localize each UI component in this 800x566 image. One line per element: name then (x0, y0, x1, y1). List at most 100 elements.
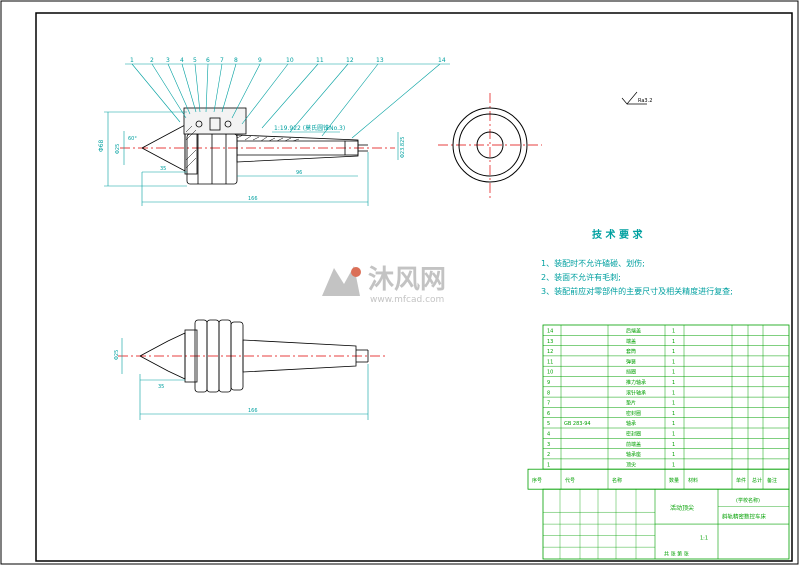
watermark: 沐风网 www.mfcad.com (322, 265, 446, 305)
bom-name: 后端盖 (626, 328, 641, 335)
inner-frame (35, 12, 793, 562)
bom-qty: 1 (672, 380, 675, 386)
bottom-dimension-lines (121, 338, 369, 420)
bom-name: 顶尖 (626, 461, 636, 468)
dim-d-right: Φ23.825 (400, 137, 406, 158)
bom-qty: 1 (672, 390, 675, 396)
bom-qty: 1 (672, 339, 675, 345)
requirements-title: 技 术 要 求 (592, 228, 643, 241)
bom-qty: 1 (672, 442, 675, 448)
dim-total: 166 (248, 196, 258, 202)
bottom-dim-total: 166 (248, 408, 258, 414)
bom-header-cell: 总计 (752, 477, 762, 484)
callout-2: 2 (150, 57, 154, 64)
dim-d-small: Φ25 (115, 144, 121, 154)
bom-no: 1 (547, 462, 550, 468)
bom-header-cell: 数量 (669, 477, 679, 484)
callout-14: 14 (438, 57, 446, 64)
bom-name: 端盖 (626, 338, 636, 345)
callout-4: 4 (180, 57, 184, 64)
dim-len-taper: 96 (296, 170, 302, 176)
dim-len-tip: 35 (160, 166, 166, 172)
bom-name: 挡圈 (626, 369, 636, 376)
bom-qty: 1 (672, 432, 675, 438)
callout-7: 7 (220, 57, 224, 64)
bom-no: 11 (547, 359, 553, 365)
callout-10: 10 (286, 57, 294, 64)
roughness-symbol: Ra3.2 (621, 91, 652, 105)
bom-name: 套筒 (626, 348, 636, 355)
school-name: (学校名称) (736, 497, 760, 504)
end-view (438, 93, 542, 200)
bom-no: 4 (547, 432, 550, 438)
callout-1: 1 (130, 57, 134, 64)
callout-12: 12 (346, 57, 354, 64)
drawing-name: 斜轨精密数控车床 (722, 513, 767, 521)
bom-code: GB 283-94 (564, 421, 591, 427)
bom-name: 垫片 (626, 400, 636, 407)
bom-qty: 1 (672, 329, 675, 335)
bom-no: 7 (547, 401, 550, 407)
top-dimension-lines (104, 111, 399, 206)
bom-name: 弹簧 (626, 358, 636, 365)
bom-qty: 1 (672, 349, 675, 355)
bom-qty: 1 (672, 462, 675, 468)
part-title: 活动顶尖 (670, 504, 694, 512)
dim-d-left: Φ68 (98, 139, 105, 152)
top-section-view (120, 107, 395, 185)
requirement-1: 1、装配时不允许磕碰、划伤; (541, 258, 645, 268)
roughness-value: Ra3.2 (638, 98, 652, 104)
bom-name: 密封圈 (626, 410, 641, 417)
bottom-exterior-view (118, 319, 386, 393)
bom-no: 3 (547, 442, 550, 448)
callout-6: 6 (206, 57, 210, 64)
bom-name: 轴承座 (626, 451, 641, 458)
bom-qty: 1 (672, 452, 675, 458)
bom-no: 12 (547, 349, 553, 355)
bom-qty: 1 (672, 401, 675, 407)
bom-no: 9 (547, 380, 550, 386)
taper-note: 1:19.922 (莫氏圆锥No.3) (274, 124, 345, 132)
bom-name: 滚针轴承 (626, 389, 646, 396)
callout-9: 9 (258, 57, 262, 64)
callout-8: 8 (234, 57, 238, 64)
bom-header-cell: 备注 (767, 477, 777, 484)
bom-no: 14 (547, 329, 553, 335)
bom-no: 5 (547, 421, 550, 427)
callout-13: 13 (376, 57, 384, 64)
requirement-3: 3、装配前应对零部件的主要尺寸及相关精度进行复查; (541, 286, 733, 296)
scale: 1:1 (700, 535, 708, 541)
bottom-dim-d: Φ25 (114, 350, 120, 360)
bom-header-cell: 序号 (532, 477, 542, 484)
bom-header-cell: 名称 (612, 477, 622, 484)
watermark-url: www.mfcad.com (370, 295, 444, 305)
bom-no: 6 (547, 411, 550, 417)
dim-angle: 60° (128, 136, 137, 142)
bom-header-cell: 单件 (736, 477, 746, 484)
bom-qty: 1 (672, 421, 675, 427)
bom-qty: 1 (672, 411, 675, 417)
watermark-logo-icon (322, 266, 361, 296)
bom-header-cell: 代号 (565, 477, 575, 484)
bom-no: 10 (547, 370, 553, 376)
bom-no: 13 (547, 339, 553, 345)
bom-name: 推力轴承 (626, 379, 646, 386)
watermark-cn: 沐风网 (368, 265, 446, 295)
callout-3: 3 (166, 57, 170, 64)
callout-leaders (125, 63, 450, 139)
bom-no: 8 (547, 390, 550, 396)
bom-name: 密封圈 (626, 431, 641, 438)
bottom-dim-tip: 35 (158, 384, 164, 390)
bom-qty: 1 (672, 370, 675, 376)
callout-5: 5 (193, 57, 197, 64)
requirement-2: 2、装面不允许有毛刺; (541, 272, 621, 282)
bom-name: 轴承 (626, 420, 636, 427)
bom-qty: 1 (672, 359, 675, 365)
callout-11: 11 (316, 57, 324, 64)
bom-no: 2 (547, 452, 550, 458)
